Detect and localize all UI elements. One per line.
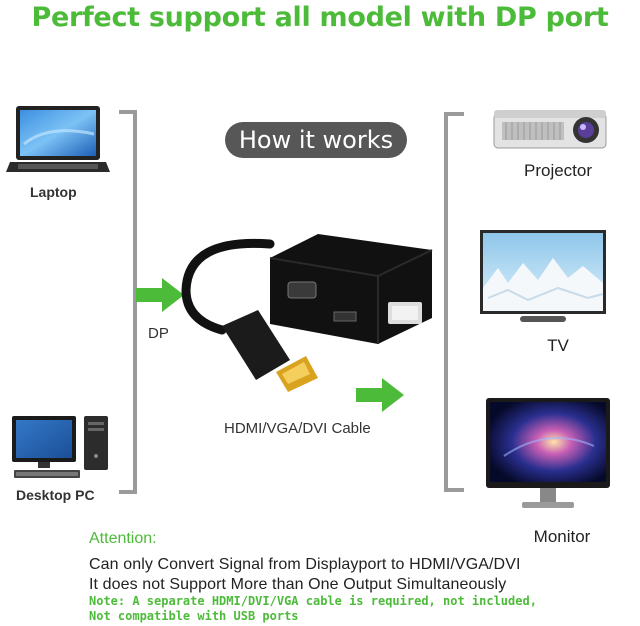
adapter-icon xyxy=(181,234,433,392)
projector-label: Projector xyxy=(523,161,593,180)
attention-title: Attention: xyxy=(89,530,157,547)
laptop-icon xyxy=(6,106,110,172)
source-bracket xyxy=(119,110,137,494)
attention-line-2: It does not Support More than One Output… xyxy=(89,576,507,593)
input-type-label: DP xyxy=(148,325,169,342)
attention-line-1: Can only Convert Signal from Displayport… xyxy=(89,556,521,573)
input-arrow-icon xyxy=(136,278,184,312)
monitor-label: Monitor xyxy=(533,527,591,546)
monitor-icon xyxy=(486,398,610,508)
headline: Perfect support all model with DP port xyxy=(31,2,609,33)
how-it-works-badge: How it works xyxy=(225,122,407,158)
tv-icon xyxy=(480,230,606,322)
output-arrow-icon xyxy=(356,378,404,412)
note-line-2: Not compatible with USB ports xyxy=(89,609,299,623)
laptop-label: Laptop xyxy=(30,184,77,200)
tv-label: TV xyxy=(547,336,569,355)
desktop-pc-label: Desktop PC xyxy=(16,487,95,503)
desktop-pc-icon xyxy=(12,416,108,478)
projector-icon xyxy=(493,110,607,149)
cable-label: HDMI/VGA/DVI Cable xyxy=(224,420,371,437)
note-line-1: Note: A separate HDMI/DVI/VGA cable is r… xyxy=(89,594,537,608)
output-bracket xyxy=(444,112,464,492)
